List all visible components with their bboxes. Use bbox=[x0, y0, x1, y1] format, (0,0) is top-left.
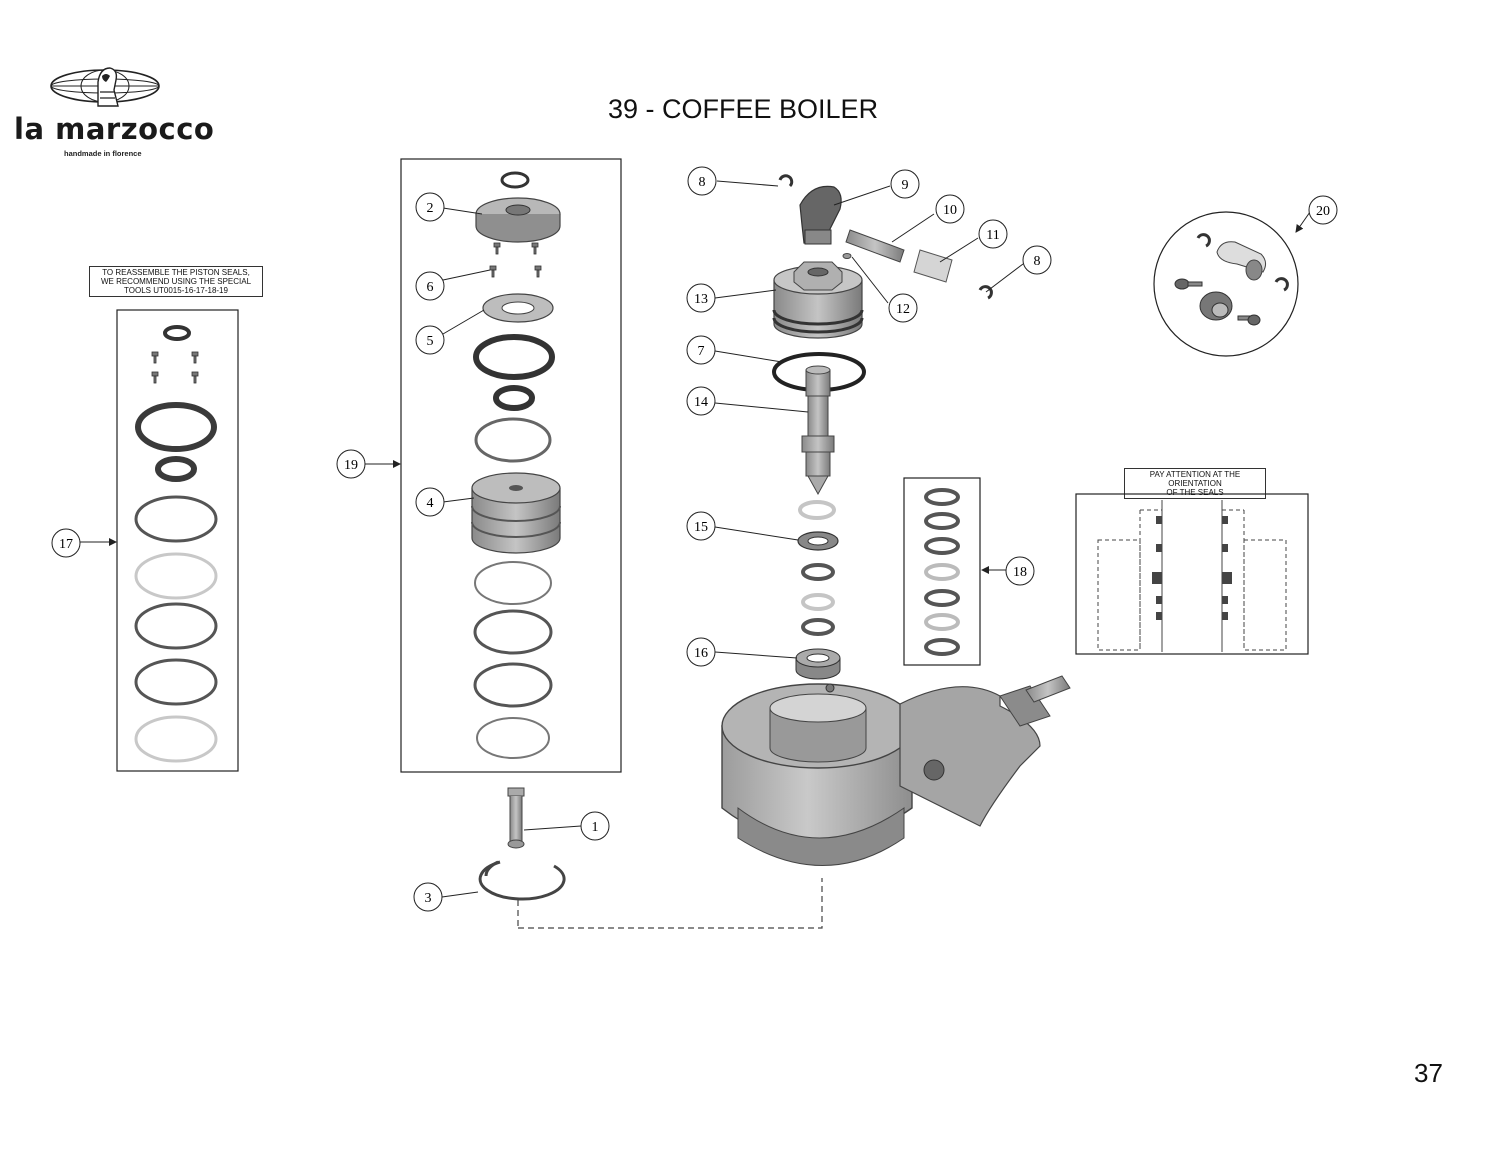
callout-label: 10 bbox=[943, 203, 957, 218]
piston-seals-note: TO REASSEMBLE THE PISTON SEALS, WE RECOM… bbox=[89, 266, 263, 297]
callout-1: 1 bbox=[580, 811, 610, 841]
callout-label: 13 bbox=[694, 292, 708, 307]
callout-12: 12 bbox=[888, 293, 918, 323]
brand-tagline: handmade in florence bbox=[64, 149, 142, 158]
callout-label: 8 bbox=[699, 175, 706, 190]
callout-10: 10 bbox=[935, 194, 965, 224]
callout-markers: 8 9 10 11 8 20 2 6 5 13 7 12 14 19 4 15 … bbox=[51, 166, 1338, 912]
callout-18: 18 bbox=[1005, 556, 1035, 586]
callout-label: 1 bbox=[592, 820, 599, 835]
seal-set-box bbox=[903, 477, 981, 666]
upper-linkage-parts bbox=[778, 174, 993, 300]
page-number: 37 bbox=[1414, 1058, 1443, 1088]
callout-7: 7 bbox=[686, 335, 716, 365]
callout-label: 5 bbox=[427, 334, 434, 349]
callout-8a: 8 bbox=[687, 166, 717, 196]
callout-16: 16 bbox=[686, 637, 716, 667]
piston-assembly-box bbox=[400, 158, 622, 773]
callout-9: 9 bbox=[890, 169, 920, 199]
callout-label: 17 bbox=[59, 537, 73, 552]
callout-label: 19 bbox=[344, 458, 358, 473]
coffee-boiler-body bbox=[721, 675, 1071, 866]
callout-15: 15 bbox=[686, 511, 716, 541]
callout-label: 8 bbox=[1034, 254, 1041, 269]
callout-17: 17 bbox=[51, 528, 81, 558]
callout-4: 4 bbox=[415, 487, 445, 517]
callout-label: 20 bbox=[1316, 204, 1330, 219]
detail-20-circle bbox=[1153, 211, 1299, 357]
callout-5: 5 bbox=[415, 325, 445, 355]
callout-label: 7 bbox=[698, 344, 705, 359]
page-title: 39 - COFFEE BOILER bbox=[608, 94, 879, 124]
brand-logo bbox=[10, 62, 210, 162]
callout-19: 19 bbox=[336, 449, 366, 479]
piston-seal-kit-box bbox=[116, 309, 239, 772]
callout-label: 12 bbox=[896, 302, 910, 317]
callout-label: 9 bbox=[902, 178, 909, 193]
callout-label: 18 bbox=[1013, 565, 1027, 580]
valve-head-and-stem bbox=[772, 261, 866, 496]
callout-label: 11 bbox=[986, 228, 999, 243]
callout-13: 13 bbox=[686, 283, 716, 313]
globe-lion-logo-icon bbox=[50, 67, 160, 107]
callout-label: 3 bbox=[425, 891, 432, 906]
callout-11: 11 bbox=[978, 219, 1008, 249]
piston-seal-kit-parts bbox=[134, 325, 218, 763]
detail-20-parts bbox=[1174, 233, 1289, 326]
brand-name: la marzocco bbox=[14, 112, 215, 146]
callout-8b: 8 bbox=[1022, 245, 1052, 275]
pin-and-retaining-ring bbox=[478, 787, 823, 929]
callout-label: 15 bbox=[694, 520, 708, 535]
callout-label: 2 bbox=[427, 201, 434, 216]
leader-lines bbox=[80, 180, 1311, 898]
callout-2: 2 bbox=[415, 192, 445, 222]
callout-3: 3 bbox=[413, 882, 443, 912]
callout-label: 14 bbox=[694, 395, 708, 410]
seal-orientation-section bbox=[1097, 500, 1287, 652]
seal-set-18 bbox=[924, 488, 960, 656]
seal-stack bbox=[795, 500, 841, 680]
callout-20: 20 bbox=[1308, 195, 1338, 225]
callout-label: 16 bbox=[694, 646, 708, 661]
callout-label: 4 bbox=[427, 496, 434, 511]
seal-orientation-box bbox=[1075, 493, 1309, 655]
piston-assembly-parts bbox=[471, 171, 561, 759]
callout-label: 6 bbox=[427, 280, 434, 295]
callout-6: 6 bbox=[415, 271, 445, 301]
callout-14: 14 bbox=[686, 386, 716, 416]
